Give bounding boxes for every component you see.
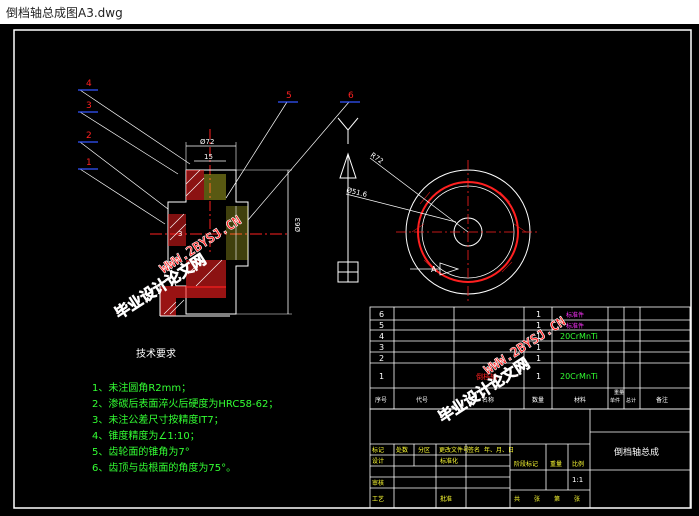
bom-header-weight: 重量 (614, 389, 624, 396)
bom-header-qty: 数量 (532, 396, 544, 404)
dim-d51: Ø51.6 (346, 186, 369, 199)
balloon-leaders (79, 89, 350, 225)
dim-d3: 3 (178, 230, 182, 238)
tb-drawing-name: 倒档轴总成 (614, 446, 659, 458)
balloon-2: 2 (86, 131, 92, 141)
dim-d63: Ø63 (294, 218, 302, 232)
drawing-frame (13, 29, 692, 509)
balloon-3: 3 (86, 101, 92, 111)
tb-approve: 批准 (440, 495, 452, 503)
bom-row-qty: 1 (536, 321, 541, 330)
drawing-canvas[interactable]: Ø72 15 3 Ø63 1 2 3 4 5 6 (0, 24, 699, 516)
tech-title: 技术要求 (136, 347, 176, 360)
tech-item-3: 3、未注公差尺寸按精度IT7； (92, 413, 224, 426)
tb-count: 处数 (396, 446, 408, 454)
tb-standard: 标准化 (440, 457, 458, 465)
tech-item-5: 5、齿轮面的锥角为7° (92, 445, 190, 458)
tb-date: 年、月、日 (484, 446, 514, 454)
balloon-6: 6 (348, 91, 354, 101)
tb-total: 共 (514, 495, 520, 503)
bom-row-qty: 1 (536, 372, 541, 381)
tb-sheet: 张 (534, 495, 540, 503)
title-block (369, 408, 691, 509)
bom-row-no: 3 (379, 343, 384, 352)
bom-header-name: 名称 (482, 396, 494, 404)
tb-design: 设计 (372, 457, 384, 465)
tech-item-6: 6、齿顶与齿根面的角度为75°。 (92, 461, 236, 474)
bom-row-no: 5 (379, 321, 384, 330)
balloon-4: 4 (86, 79, 92, 89)
bom-row-qty: 1 (536, 310, 541, 319)
bom-row-no: 2 (379, 354, 384, 363)
balloon-5: 5 (286, 91, 292, 101)
bom-row-qty: 1 (536, 343, 541, 352)
bom-row-material: 20CrMnTi (560, 332, 598, 341)
view-direction-arrow (337, 117, 359, 283)
bom-row-qty: 1 (536, 332, 541, 341)
bom-header-code: 代号 (416, 396, 428, 404)
tb-process: 工艺 (372, 495, 384, 503)
dim-d72: Ø72 (200, 138, 214, 146)
bom-row-material: 20CrMnTi (560, 372, 598, 381)
tech-item-2: 2、渗碳后表面淬火后硬度为HRC58-62； (92, 397, 278, 410)
bom-header-remark: 备注 (656, 396, 668, 404)
bom-row-material: 标准件 (566, 322, 584, 330)
cad-drawing: Ø72 15 3 Ø63 1 2 3 4 5 6 (13, 29, 692, 509)
bom-row-no: 1 (379, 372, 384, 381)
watermark-right: 毕业设计论文网 WWW.2BYSJ.CN (435, 314, 569, 427)
tech-requirements-list: 1、未注圆角R2mm； 2、渗碳后表面淬火后硬度为HRC58-62； 3、未注公… (92, 381, 278, 474)
bom-header-material: 材料 (574, 396, 586, 404)
section-letter: A (431, 265, 437, 274)
tb-zone: 分区 (418, 446, 430, 454)
bom-header-total: 总计 (626, 397, 636, 404)
tb-review: 审核 (372, 479, 384, 487)
tb-page: 第 (554, 495, 560, 503)
tb-mark: 标记 (372, 446, 384, 454)
tb-page2: 张 (574, 495, 580, 503)
dim-d15: 15 (204, 153, 213, 161)
bom-header-unit: 单件 (610, 397, 620, 404)
bom-row-qty: 1 (536, 354, 541, 363)
window-title: 倒档轴总成图A3.dwg (6, 6, 123, 20)
tb-sign: 签名 (468, 446, 480, 454)
assembly-section-view (150, 129, 292, 317)
bom-row-name: 倒档轴 (476, 372, 497, 381)
end-view (345, 157, 540, 304)
bom-row-no: 4 (379, 332, 384, 341)
bom-header-no: 序号 (375, 396, 387, 404)
bom-row-no: 6 (379, 310, 384, 319)
tb-scale: 1:1 (572, 476, 583, 484)
window-titlebar: 倒档轴总成图A3.dwg (0, 0, 699, 24)
balloon-1: 1 (86, 158, 92, 168)
tb-change-doc: 更改文件号 (439, 446, 469, 454)
bom-table (369, 306, 691, 410)
tech-item-4: 4、锥度精度为∠1:10； (92, 429, 200, 442)
bom-row-material: 标准件 (566, 311, 584, 319)
tb-weight: 重量 (550, 460, 562, 468)
tb-ratio: 比例 (572, 460, 584, 468)
tb-stage: 阶段标记 (514, 460, 538, 468)
tech-item-1: 1、未注圆角R2mm； (92, 381, 191, 394)
